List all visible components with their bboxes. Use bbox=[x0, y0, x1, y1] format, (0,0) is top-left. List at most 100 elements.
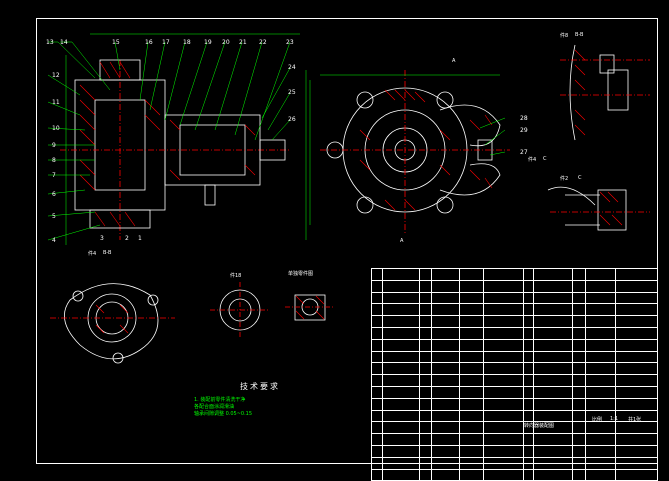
table-cell bbox=[381, 279, 420, 293]
part-number: 20 bbox=[222, 39, 230, 46]
table-cell bbox=[522, 338, 535, 352]
table-cell bbox=[459, 291, 485, 305]
table-cell bbox=[459, 468, 485, 481]
table-cell bbox=[483, 385, 524, 399]
table-cell bbox=[584, 350, 616, 364]
table-cell bbox=[483, 456, 524, 470]
table-cell bbox=[614, 303, 659, 317]
table-cell bbox=[418, 268, 433, 281]
table-cell bbox=[572, 421, 586, 435]
table-cell bbox=[522, 409, 535, 423]
table-cell bbox=[381, 456, 420, 470]
part-number: 11 bbox=[52, 99, 60, 106]
table-cell bbox=[522, 433, 535, 446]
table-cell bbox=[533, 315, 574, 328]
main-leaders bbox=[47, 33, 307, 245]
table-cell bbox=[533, 362, 574, 376]
table-cell bbox=[371, 456, 383, 470]
table-cell bbox=[418, 444, 433, 458]
table-cell bbox=[533, 268, 574, 281]
table-cell bbox=[381, 444, 420, 458]
part-number: 14 bbox=[60, 39, 68, 46]
table-cell bbox=[533, 326, 574, 340]
table-cell bbox=[431, 385, 461, 399]
table-cell bbox=[572, 279, 586, 293]
table-cell bbox=[418, 279, 433, 293]
table-cell bbox=[572, 362, 586, 376]
table-cell bbox=[533, 444, 574, 458]
table-cell bbox=[533, 433, 574, 446]
removed-view-label: 单独零件图 bbox=[288, 271, 314, 277]
part-number: 4 bbox=[52, 237, 56, 244]
view-a bbox=[560, 44, 650, 141]
part-number: 3 bbox=[100, 235, 104, 242]
table-cell bbox=[431, 350, 461, 364]
part-number: 6 bbox=[52, 191, 56, 198]
detail-label-3: 件4 bbox=[528, 157, 537, 163]
part-number: 29 bbox=[520, 127, 528, 134]
main-section-view bbox=[60, 59, 290, 240]
part-number: 16 bbox=[145, 39, 153, 46]
table-cell bbox=[418, 291, 433, 305]
table-cell bbox=[572, 374, 586, 387]
table-row bbox=[371, 362, 659, 376]
table-cell bbox=[418, 421, 433, 435]
part-number: 23 bbox=[286, 39, 294, 46]
table-cell bbox=[584, 397, 616, 411]
table-cell bbox=[381, 268, 420, 281]
table-cell bbox=[522, 385, 535, 399]
table-cell bbox=[483, 279, 524, 293]
title-block-sheet: 共1张 bbox=[628, 417, 642, 423]
table-cell bbox=[533, 350, 574, 364]
table-cell bbox=[381, 374, 420, 387]
table-cell bbox=[431, 456, 461, 470]
table-cell bbox=[614, 433, 659, 446]
table-cell bbox=[431, 421, 461, 435]
part-number: 2 bbox=[125, 235, 129, 242]
table-cell bbox=[584, 338, 616, 352]
table-cell bbox=[418, 456, 433, 470]
table-cell bbox=[533, 291, 574, 305]
table-cell bbox=[584, 362, 616, 376]
table-cell bbox=[614, 291, 659, 305]
table-cell bbox=[614, 397, 659, 411]
table-row bbox=[371, 279, 659, 293]
table-cell bbox=[381, 397, 420, 411]
table-cell bbox=[522, 279, 535, 293]
table-cell bbox=[533, 468, 574, 481]
table-cell bbox=[418, 338, 433, 352]
table-cell bbox=[431, 291, 461, 305]
table-cell bbox=[459, 385, 485, 399]
table-cell bbox=[418, 362, 433, 376]
table-cell bbox=[418, 409, 433, 423]
table-cell bbox=[431, 303, 461, 317]
table-cell bbox=[614, 409, 659, 423]
table-row bbox=[371, 456, 659, 470]
table-cell bbox=[584, 374, 616, 387]
table-row bbox=[371, 421, 659, 435]
side-hatching bbox=[359, 89, 493, 211]
table-cell bbox=[459, 315, 485, 328]
table-cell bbox=[614, 468, 659, 481]
table-row bbox=[371, 397, 659, 411]
table-cell bbox=[572, 268, 586, 281]
table-cell bbox=[459, 338, 485, 352]
table-cell bbox=[459, 374, 485, 387]
table-cell bbox=[418, 468, 433, 481]
table-cell bbox=[483, 315, 524, 328]
table-cell bbox=[459, 421, 485, 435]
part-number: 19 bbox=[204, 39, 212, 46]
table-cell bbox=[483, 291, 524, 305]
drawing-frame bbox=[36, 18, 658, 464]
table-cell bbox=[584, 433, 616, 446]
table-cell bbox=[533, 303, 574, 317]
small-circle-detail bbox=[210, 282, 270, 338]
table-cell bbox=[483, 433, 524, 446]
table-cell bbox=[381, 350, 420, 364]
view-c bbox=[547, 186, 650, 231]
table-cell bbox=[522, 303, 535, 317]
table-cell bbox=[572, 385, 586, 399]
view-label-a: A bbox=[452, 58, 456, 64]
flange-detail bbox=[50, 283, 175, 364]
table-cell bbox=[614, 444, 659, 458]
